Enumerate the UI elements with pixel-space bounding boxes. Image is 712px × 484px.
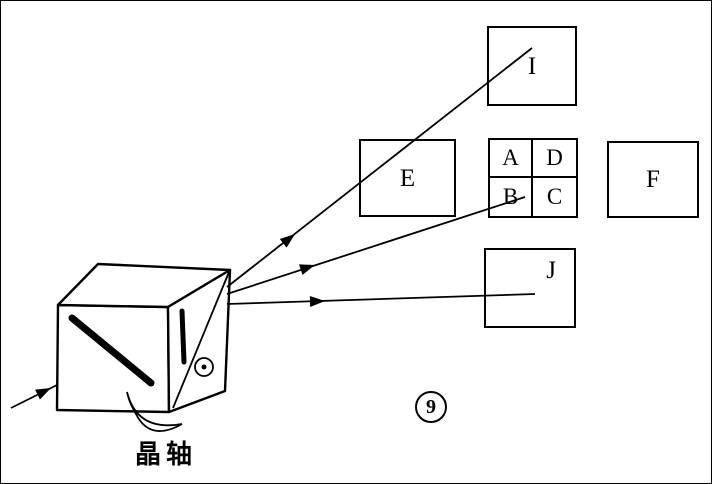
ray-to-quad-screen bbox=[226, 196, 526, 295]
right-face-axis-line bbox=[179, 308, 187, 365]
curved-flourish bbox=[126, 391, 183, 432]
ray-to-quad-screen-arrowhead bbox=[299, 264, 315, 275]
quad-cell-a: A bbox=[490, 140, 533, 178]
crystal-axis-caption: 晶轴 bbox=[135, 440, 198, 470]
figure-number-text: 9 bbox=[426, 395, 436, 418]
screen-e-label: E bbox=[399, 164, 416, 192]
right-face-diagonal bbox=[172, 271, 230, 409]
optic-axis-line bbox=[68, 314, 155, 387]
screen-e: E bbox=[359, 139, 456, 217]
ray-to-screen-i-arrowhead bbox=[279, 234, 295, 248]
screen-i: I bbox=[487, 26, 577, 106]
incoming-ray-arrowhead bbox=[35, 388, 51, 400]
ray-to-screen-i bbox=[226, 47, 533, 288]
ray-to-screen-j bbox=[226, 293, 536, 305]
quad-cell-c: C bbox=[533, 178, 576, 216]
screen-f: F bbox=[607, 141, 699, 218]
screen-j: J bbox=[484, 248, 576, 328]
quad-cell-b-label: B bbox=[502, 184, 519, 209]
quad-cell-d-label: D bbox=[546, 145, 563, 170]
ray-to-screen-j-arrowhead bbox=[309, 296, 325, 307]
quad-cell-a-label: A bbox=[502, 145, 519, 170]
quad-cell-b: B bbox=[490, 178, 533, 216]
figure-number-badge: 9 bbox=[415, 391, 447, 423]
quad-screen: A D B C bbox=[488, 138, 578, 218]
polarization-dot-icon bbox=[201, 364, 207, 370]
screen-j-label: J bbox=[546, 257, 556, 284]
screen-f-label: F bbox=[646, 166, 660, 193]
incoming-ray bbox=[10, 383, 60, 409]
quad-cell-d: D bbox=[533, 140, 576, 178]
quad-cell-c-label: C bbox=[546, 184, 563, 209]
screen-i-label: I bbox=[527, 52, 537, 80]
